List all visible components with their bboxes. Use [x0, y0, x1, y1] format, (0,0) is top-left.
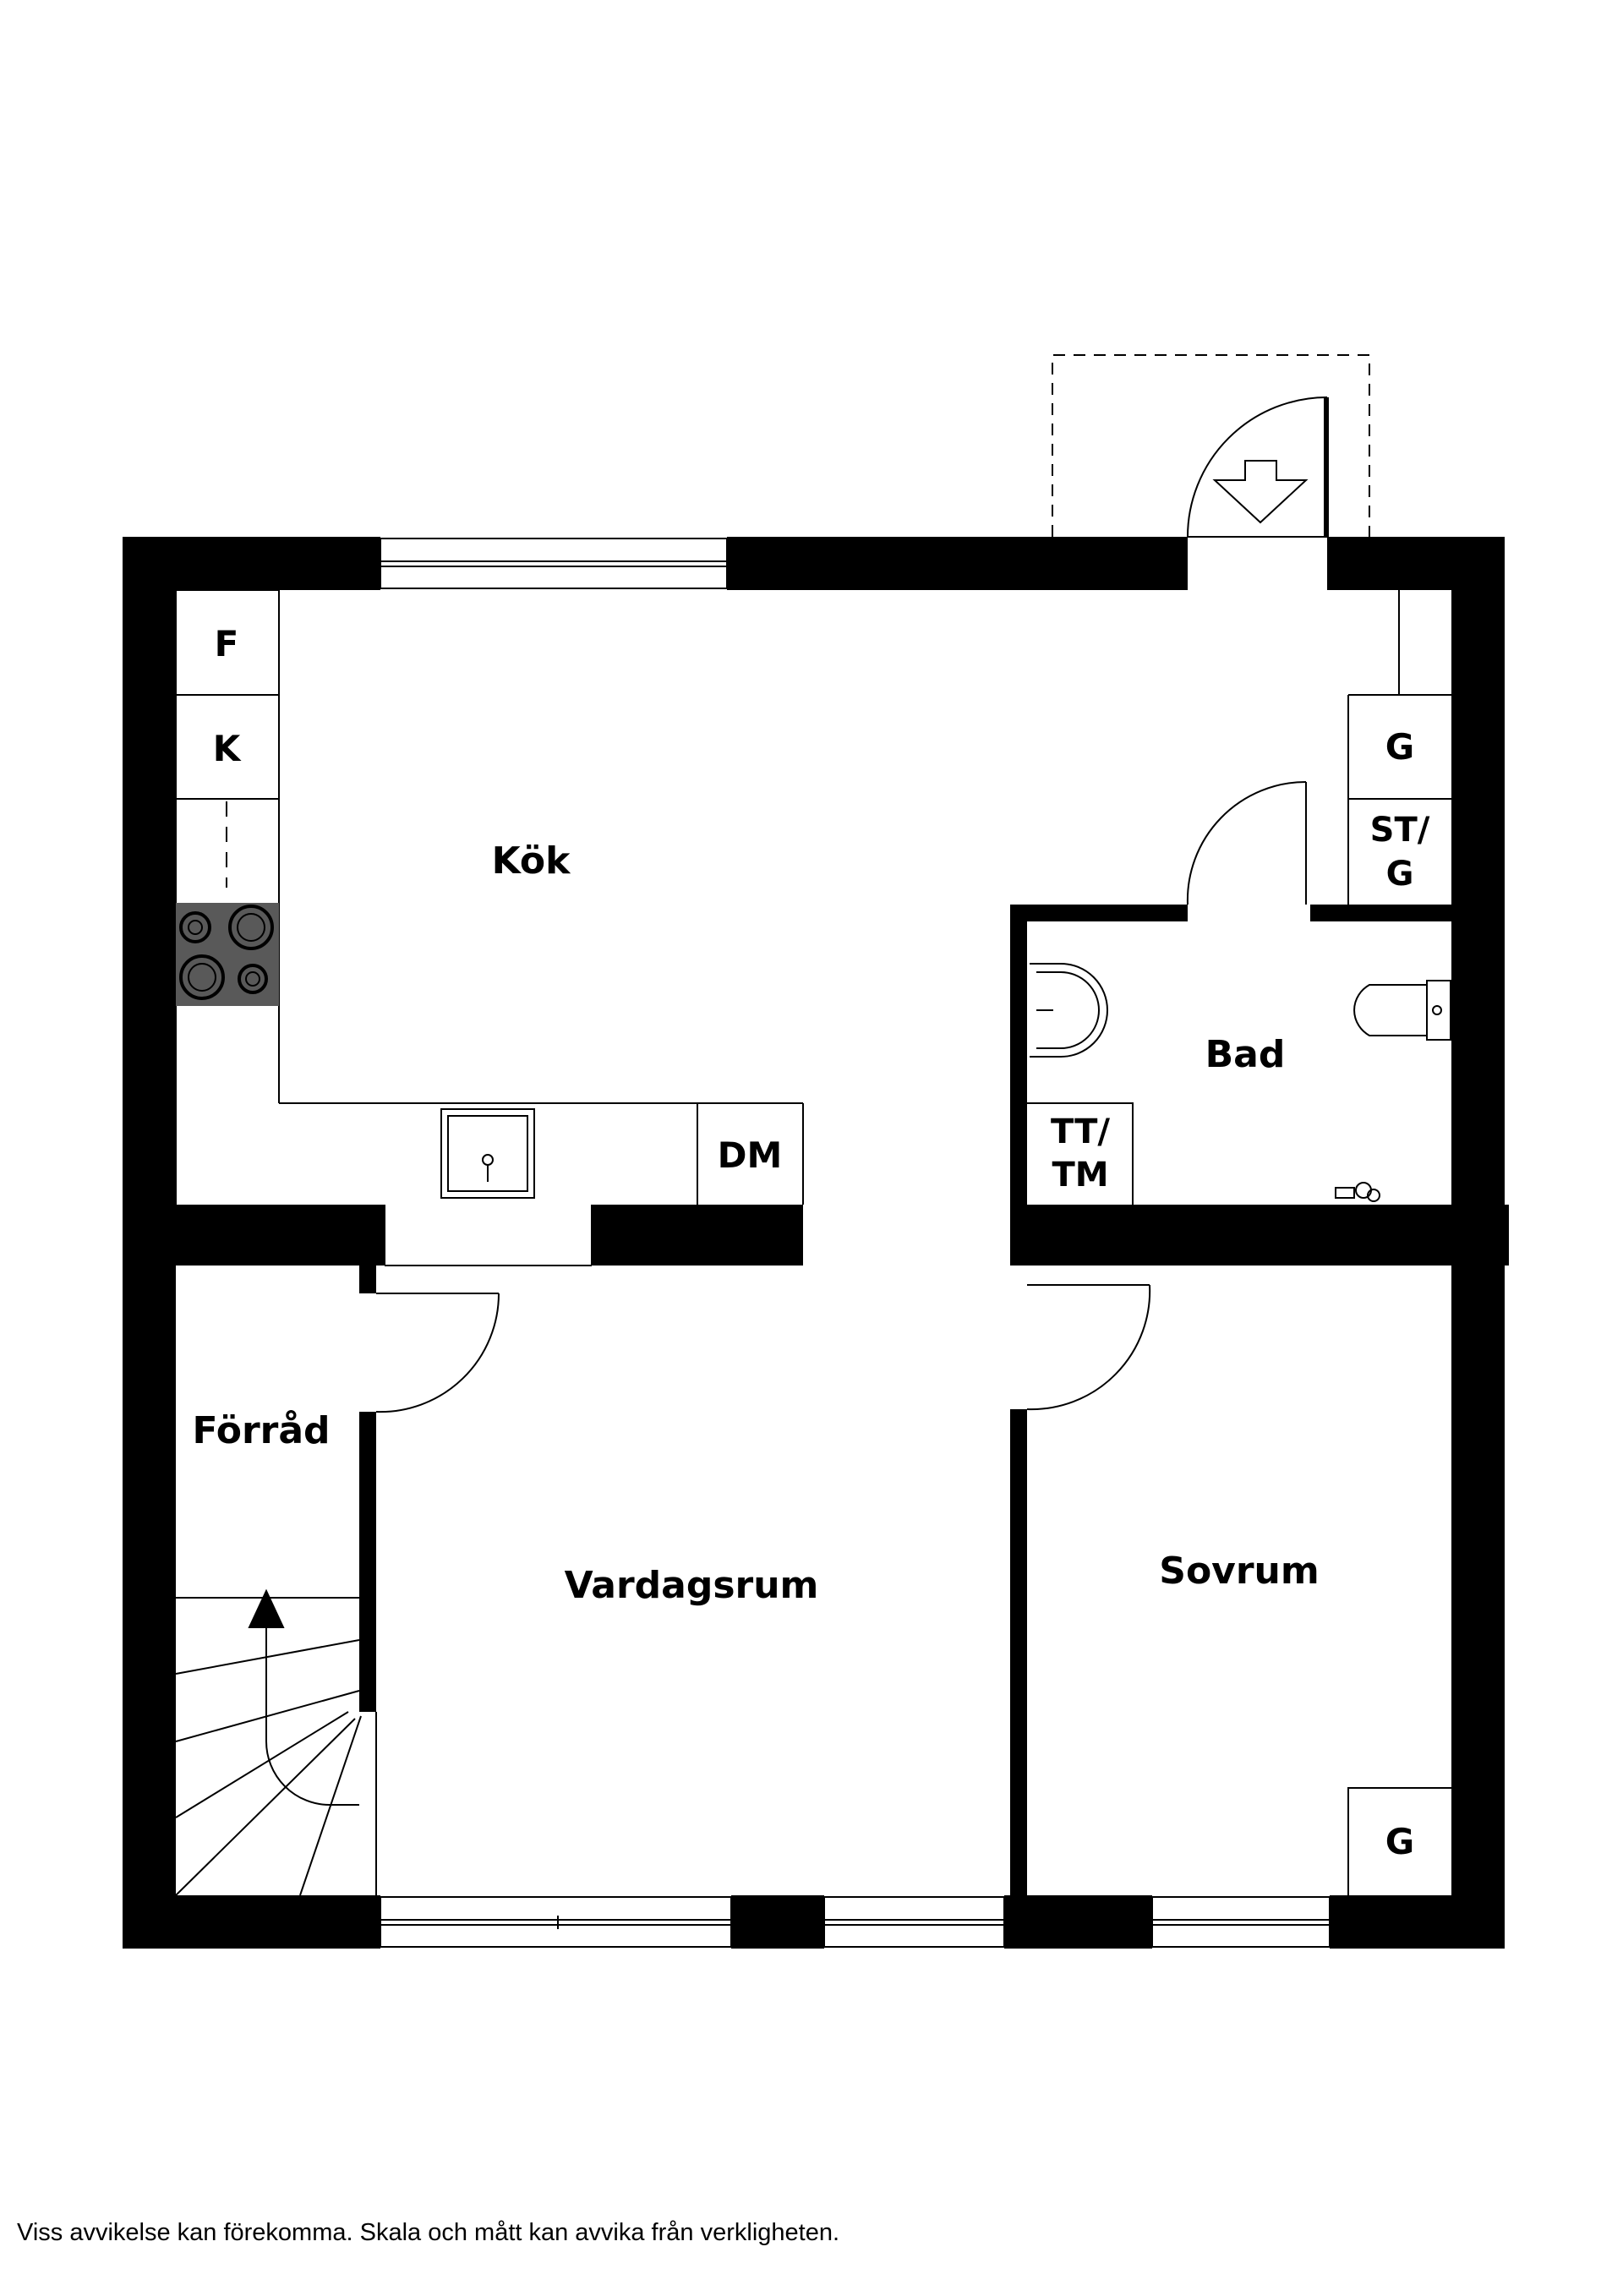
label-storage-wardrobe-line1: ST/	[1370, 811, 1430, 850]
bathroom-fixtures	[1027, 963, 1451, 1205]
label-wardrobe-sovrum: G	[1385, 1821, 1414, 1862]
entrance-canopy	[1052, 354, 1370, 537]
window-vardagsrum-right	[823, 1896, 1005, 1948]
washbasin	[1030, 963, 1108, 1058]
label-dishwasher: DM	[718, 1134, 783, 1176]
washer-dryer-space	[1027, 1102, 1134, 1205]
door-forrad	[375, 1293, 500, 1413]
hall-closets	[1347, 590, 1451, 905]
room-label-kok: Kök	[492, 839, 572, 883]
interior-walls	[176, 905, 1509, 1895]
stairs	[175, 1588, 377, 1896]
label-storage-wardrobe-line2: G	[1386, 855, 1414, 894]
windows	[380, 538, 1331, 1948]
stove	[176, 903, 279, 1006]
window-sovrum	[1151, 1896, 1331, 1948]
wardrobe-sovrum	[1347, 1787, 1451, 1895]
room-label-sovrum: Sovrum	[1159, 1550, 1319, 1593]
kitchen-sink	[440, 1108, 535, 1199]
label-fridge: K	[213, 728, 242, 769]
door-sovrum	[1026, 1284, 1151, 1411]
toilet	[1353, 980, 1451, 1041]
floor-drain-icon	[1335, 1182, 1380, 1202]
label-wardrobe-hall: G	[1385, 726, 1414, 768]
exterior-walls	[123, 537, 1505, 1949]
stair-arrow-icon	[248, 1588, 285, 1628]
entrance-door	[1187, 396, 1329, 538]
window-vardagsrum-left	[380, 1896, 732, 1948]
room-label-vardagsrum: Vardagsrum	[565, 1564, 819, 1607]
label-freezer: F	[215, 623, 239, 664]
label-washer-dryer-line1: TT/	[1051, 1112, 1110, 1151]
label-washer-dryer-line2: TM	[1052, 1156, 1108, 1194]
room-label-bad: Bad	[1205, 1033, 1286, 1076]
room-label-forrad: Förråd	[192, 1409, 330, 1452]
door-bad	[1186, 781, 1307, 905]
entrance-arrow-icon	[1212, 460, 1309, 524]
window-kok	[380, 538, 728, 589]
disclaimer-text: Viss avvikelse kan förekomma. Skala och …	[17, 2219, 840, 2246]
